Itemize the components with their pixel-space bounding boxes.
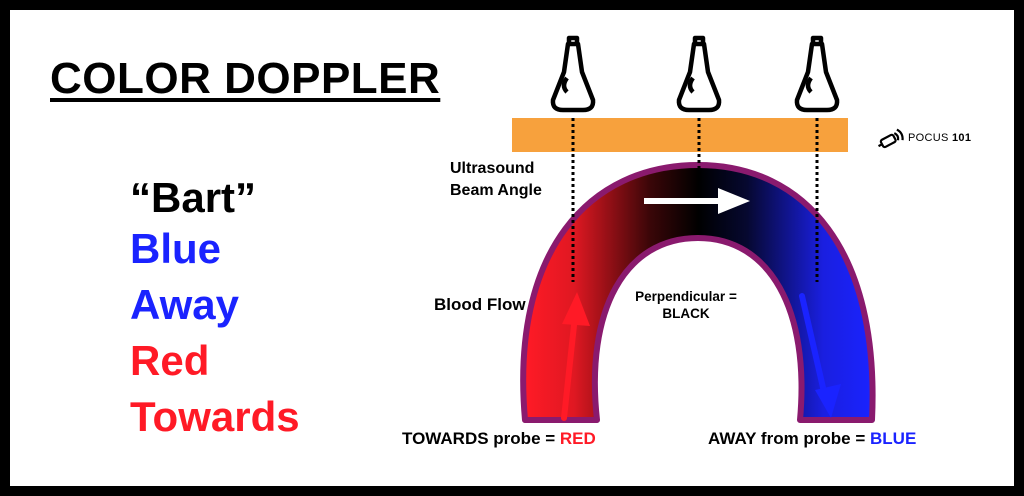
towards-probe-text: TOWARDS probe = [402, 429, 560, 448]
mnemonic-line-blue: Blue [130, 225, 222, 272]
blood-vessel [520, 162, 876, 423]
perpendicular-label-line2: BLACK [662, 306, 710, 321]
pocus-logo-number: 101 [951, 132, 972, 144]
away-color-word: BLUE [870, 429, 917, 448]
flow-direction-arrow [561, 292, 590, 421]
mnemonic-line-towards: Towards [130, 393, 300, 440]
page-title: COLOR DOPPLER [50, 54, 441, 103]
doppler-diagram [512, 35, 904, 423]
flow-direction-arrow [644, 188, 750, 214]
mnemonic-word: “Bart” [130, 174, 257, 221]
perpendicular-label-line1: Perpendicular = [635, 289, 737, 304]
flow-direction-arrow [799, 293, 841, 418]
ultrasound-probe-icon [550, 35, 596, 113]
blood-flow-label: Blood Flow [434, 295, 526, 314]
gel-bar [512, 118, 848, 152]
pocus-probe-logo-icon [878, 128, 904, 149]
away-probe-text: AWAY from probe = [708, 429, 871, 448]
slide-frame: COLOR DOPPLER “Bart” Blue Away Red Towar… [10, 10, 1014, 486]
mnemonic-line-red: Red [130, 337, 210, 384]
towards-color-word: RED [559, 429, 596, 448]
pocus-logo-name: POCUS [908, 132, 949, 144]
beam-angle-label-line1: Ultrasound [450, 160, 535, 177]
away-probe-label: AWAY from probe = BLUE [708, 429, 916, 449]
towards-probe-label: TOWARDS probe = RED [402, 429, 596, 449]
ultrasound-probe-icon [676, 35, 722, 113]
mnemonic-line-away: Away [130, 281, 239, 328]
ultrasound-probe-icon [794, 35, 840, 113]
beam-angle-label-line2: Beam Angle [450, 182, 542, 199]
pocus-logo: POCUS 101 [908, 132, 971, 145]
